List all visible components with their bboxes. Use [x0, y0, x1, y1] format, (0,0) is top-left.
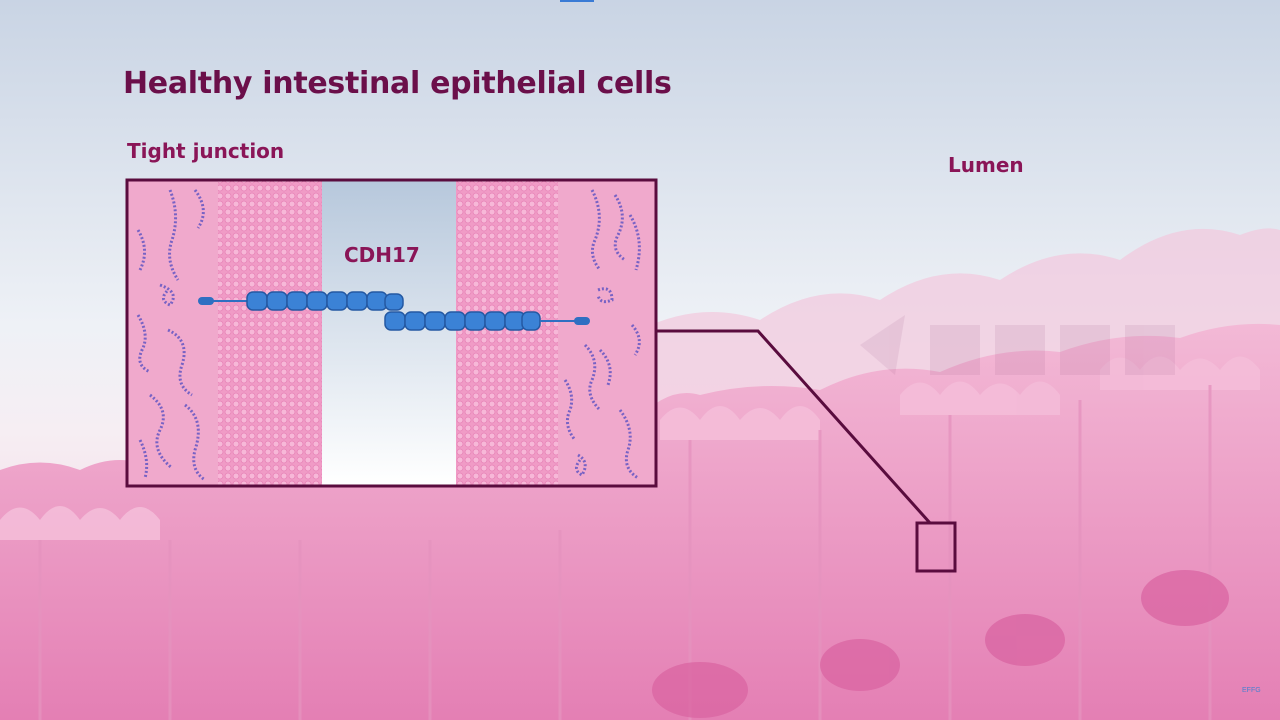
effg-watermark	[860, 315, 1175, 375]
cell-nuclei	[652, 570, 1229, 718]
tight-junction-frame	[125, 178, 658, 488]
intercellular-gap	[322, 181, 456, 485]
page-title: Healthy intestinal epithelial cells	[123, 66, 672, 101]
right-cell-membrane	[456, 181, 558, 485]
callout-line	[656, 329, 932, 525]
tight-junction-panel	[128, 181, 655, 485]
top-progress-accent	[560, 0, 594, 2]
callout-target-box	[915, 521, 957, 573]
tight-junction-label: Tight junction	[127, 139, 285, 163]
epithelial-tissue	[0, 323, 1280, 720]
microvilli	[0, 356, 1260, 540]
epithelial-cells	[38, 385, 1212, 720]
cdh17-label: CDH17	[344, 243, 420, 267]
left-cell-membrane	[218, 181, 322, 485]
cytoskeleton-filaments	[136, 189, 641, 482]
cdh17-cadherin-chains	[198, 291, 590, 331]
corner-logo: EFFG	[1242, 687, 1261, 694]
lumen-label: Lumen	[948, 153, 1024, 177]
